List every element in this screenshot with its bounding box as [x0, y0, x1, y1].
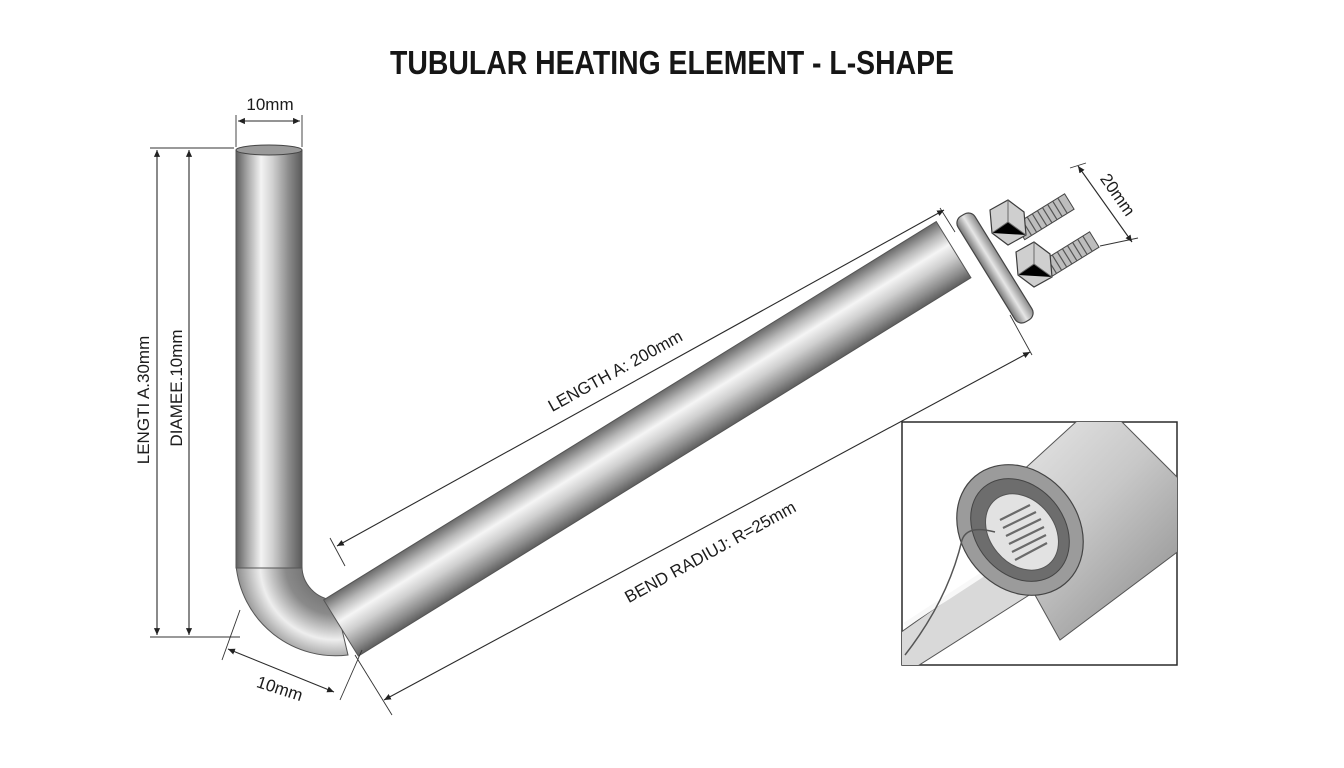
diagram-title: TUBULAR HEATING ELEMENT - L-SHAPE	[390, 44, 954, 81]
top-width-dimension	[235, 115, 303, 147]
left-diameter-label: DIAMEE.10mm	[167, 329, 186, 446]
terminal-assembly	[956, 193, 1100, 324]
terminal-nut-icon	[989, 199, 1053, 288]
terminal-label: 20mm	[1096, 170, 1139, 220]
tubular-heater-icon	[235, 144, 972, 657]
bend-radius-dimension	[354, 314, 1033, 716]
cross-section-detail-icon	[901, 421, 1178, 666]
bend-radius-label: BEND RADIUJ: R=25mm	[622, 498, 800, 607]
left-length-label: LENGTI A.30mm	[134, 336, 153, 464]
bottom-width-dimension	[221, 609, 363, 701]
terminal-dimension	[1069, 162, 1139, 247]
left-length-dimension	[150, 147, 240, 638]
top-width-label: 10mm	[246, 95, 293, 114]
length-a-dimension	[329, 207, 956, 567]
